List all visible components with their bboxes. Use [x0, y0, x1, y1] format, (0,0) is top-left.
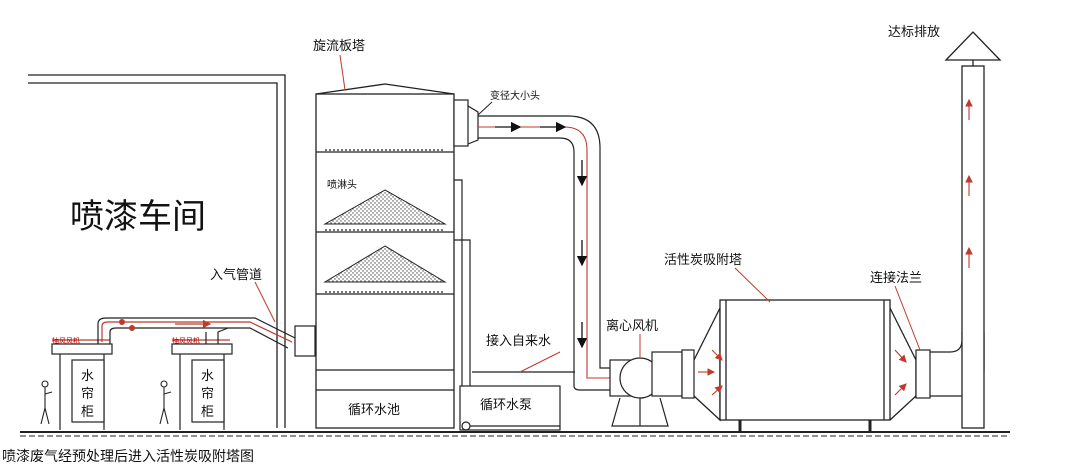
spray-cone-lower: [323, 245, 447, 283]
water-curtain-char: 水: [81, 369, 94, 384]
intake-pipe-leader: [254, 281, 276, 323]
intake-valves: [119, 319, 135, 331]
water-curtain-char: 柜: [201, 405, 214, 420]
worker-figure-2: [159, 380, 172, 425]
centrifugal-fan-label: 离心风机: [606, 318, 658, 334]
chimney-stack: [944, 31, 1002, 429]
water-curtain-label-2: 水 帘 柜: [201, 369, 218, 420]
spray-cone-upper: [323, 189, 447, 225]
water-curtain-char: 柜: [81, 405, 94, 420]
ground-line: [20, 431, 1010, 437]
vortex-tower-label: 旋流板塔: [313, 39, 365, 54]
circulation-pump: [459, 385, 561, 431]
reducer-label: 变径大小头: [490, 89, 540, 102]
intake-pipe-label: 入气管道: [210, 267, 262, 283]
water-curtain-cabinet-2: [171, 339, 233, 430]
reducer-fitting: [453, 99, 479, 147]
water-curtain-cabinet-1: [51, 339, 113, 430]
worker-figure-1: [40, 380, 53, 425]
water-curtain-char: 水: [201, 369, 214, 384]
water-curtain-char: 帘: [81, 386, 94, 402]
exhaust-fan-tag-1: 抽风风机: [52, 336, 80, 345]
tap-water-leader: [519, 351, 561, 373]
spray-head-label: 喷淋头: [327, 178, 357, 191]
tap-water-label: 接入自来水: [486, 333, 551, 349]
circulation-pump-label: 循环水泵: [480, 398, 532, 413]
spray-workshop-building: [28, 74, 286, 428]
discharge-label: 达标排放: [888, 25, 940, 40]
outlet-flow-arrows: [495, 121, 588, 349]
diagram-caption: 喷漆废气经预处理后进入活性炭吸附塔图: [2, 449, 254, 465]
reducer-leader: [477, 101, 493, 116]
carbon-adsorption-tower: [693, 299, 917, 432]
water-curtain-char: 帘: [201, 386, 214, 402]
flange-label: 连接法兰: [870, 270, 922, 286]
flange-leader: [894, 285, 921, 351]
intake-duct-red-lining: [101, 321, 293, 343]
circulation-pool-label: 循环水池: [348, 403, 400, 418]
exhaust-fan-tag-2: 抽风风机: [172, 336, 200, 345]
carbon-tower-flow-arrows: [698, 349, 907, 396]
water-curtain-label-1: 水 帘 柜: [81, 369, 98, 420]
vortex-tower-leader: [339, 54, 346, 91]
spray-water-pipe: [454, 179, 471, 410]
carbon-tower-leader: [734, 267, 771, 303]
spray-workshop-label: 喷漆车间: [70, 197, 206, 237]
carbon-tower-label: 活性炭吸附塔: [664, 253, 742, 268]
centrifugal-fan: [609, 349, 695, 427]
outlet-duct: [478, 115, 624, 391]
intake-duct: [97, 317, 316, 357]
